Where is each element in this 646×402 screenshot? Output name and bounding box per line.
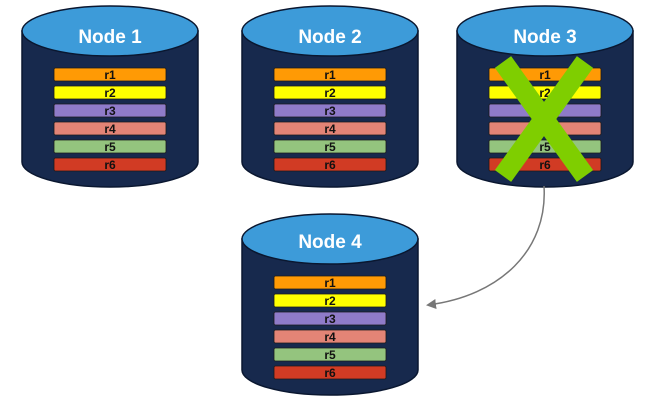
row-bar-r5	[53, 139, 167, 154]
row-bar-r4	[53, 121, 167, 136]
row-label-r6: r6	[104, 158, 116, 172]
cylinder-top	[21, 5, 199, 57]
row-label-r5: r5	[539, 140, 551, 154]
row-bar-r5	[273, 347, 387, 362]
row-label-r3: r3	[324, 312, 336, 326]
row-bar-r2	[273, 85, 387, 100]
row-bar-r6	[273, 157, 387, 172]
row-label-r1: r1	[324, 276, 336, 290]
row-label-r2: r2	[324, 294, 336, 308]
row-label-r2: r2	[539, 86, 551, 100]
node-1-cylinder: Node 1 r1 r2 r3 r4 r5 r6	[21, 5, 199, 188]
row-label-r6: r6	[324, 158, 336, 172]
row-bar-r2	[53, 85, 167, 100]
cross-stroke	[494, 56, 594, 182]
row-label-r3: r3	[104, 104, 116, 118]
row-bar-r6	[53, 157, 167, 172]
row-bar-r1	[273, 67, 387, 82]
row-bar-r3	[273, 103, 387, 118]
row-label-r1: r1	[539, 68, 551, 82]
row-label-r1: r1	[104, 68, 116, 82]
node-4-cylinder: Node 4 r1 r2 r3 r4 r5 r6	[241, 213, 419, 396]
row-bar-r4	[273, 121, 387, 136]
row-bar-r4	[273, 329, 387, 344]
cross-mark-icon	[494, 56, 594, 182]
cylinder-top	[241, 213, 419, 265]
row-label-r2: r2	[104, 86, 116, 100]
row-label-r5: r5	[324, 140, 336, 154]
row-bar-r3	[273, 311, 387, 326]
row-label-r5: r5	[324, 348, 336, 362]
row-label-r6: r6	[539, 158, 551, 172]
node-2-cylinder: Node 2 r1 r2 r3 r4 r5 r6	[241, 5, 419, 188]
curved-arrow-icon	[426, 185, 545, 309]
row-label-r6: r6	[324, 366, 336, 380]
row-stack: r1 r2 r3 r4 r5 r6	[273, 67, 387, 172]
row-bar-r2	[273, 293, 387, 308]
row-bar-r1	[53, 67, 167, 82]
row-label-r4: r4	[104, 122, 116, 136]
cylinder-top	[241, 5, 419, 57]
row-bar-r3	[53, 103, 167, 118]
row-label-r2: r2	[324, 86, 336, 100]
row-label-r4: r4	[324, 330, 336, 344]
row-stack: r1 r2 r3 r4 r5 r6	[273, 275, 387, 380]
row-stack: r1 r2 r3 r4 r5 r6	[53, 67, 167, 172]
node-title: Node 1	[78, 27, 142, 48]
node-title: Node 3	[513, 27, 576, 48]
row-bar-r5	[273, 139, 387, 154]
cylinder-top	[456, 5, 634, 57]
node-title: Node 2	[298, 27, 361, 48]
node-title: Node 4	[298, 232, 362, 253]
row-label-r3: r3	[324, 104, 336, 118]
row-label-r5: r5	[104, 140, 116, 154]
row-bar-r6	[273, 365, 387, 380]
row-bar-r1	[273, 275, 387, 290]
row-label-r1: r1	[324, 68, 336, 82]
row-label-r4: r4	[324, 122, 336, 136]
